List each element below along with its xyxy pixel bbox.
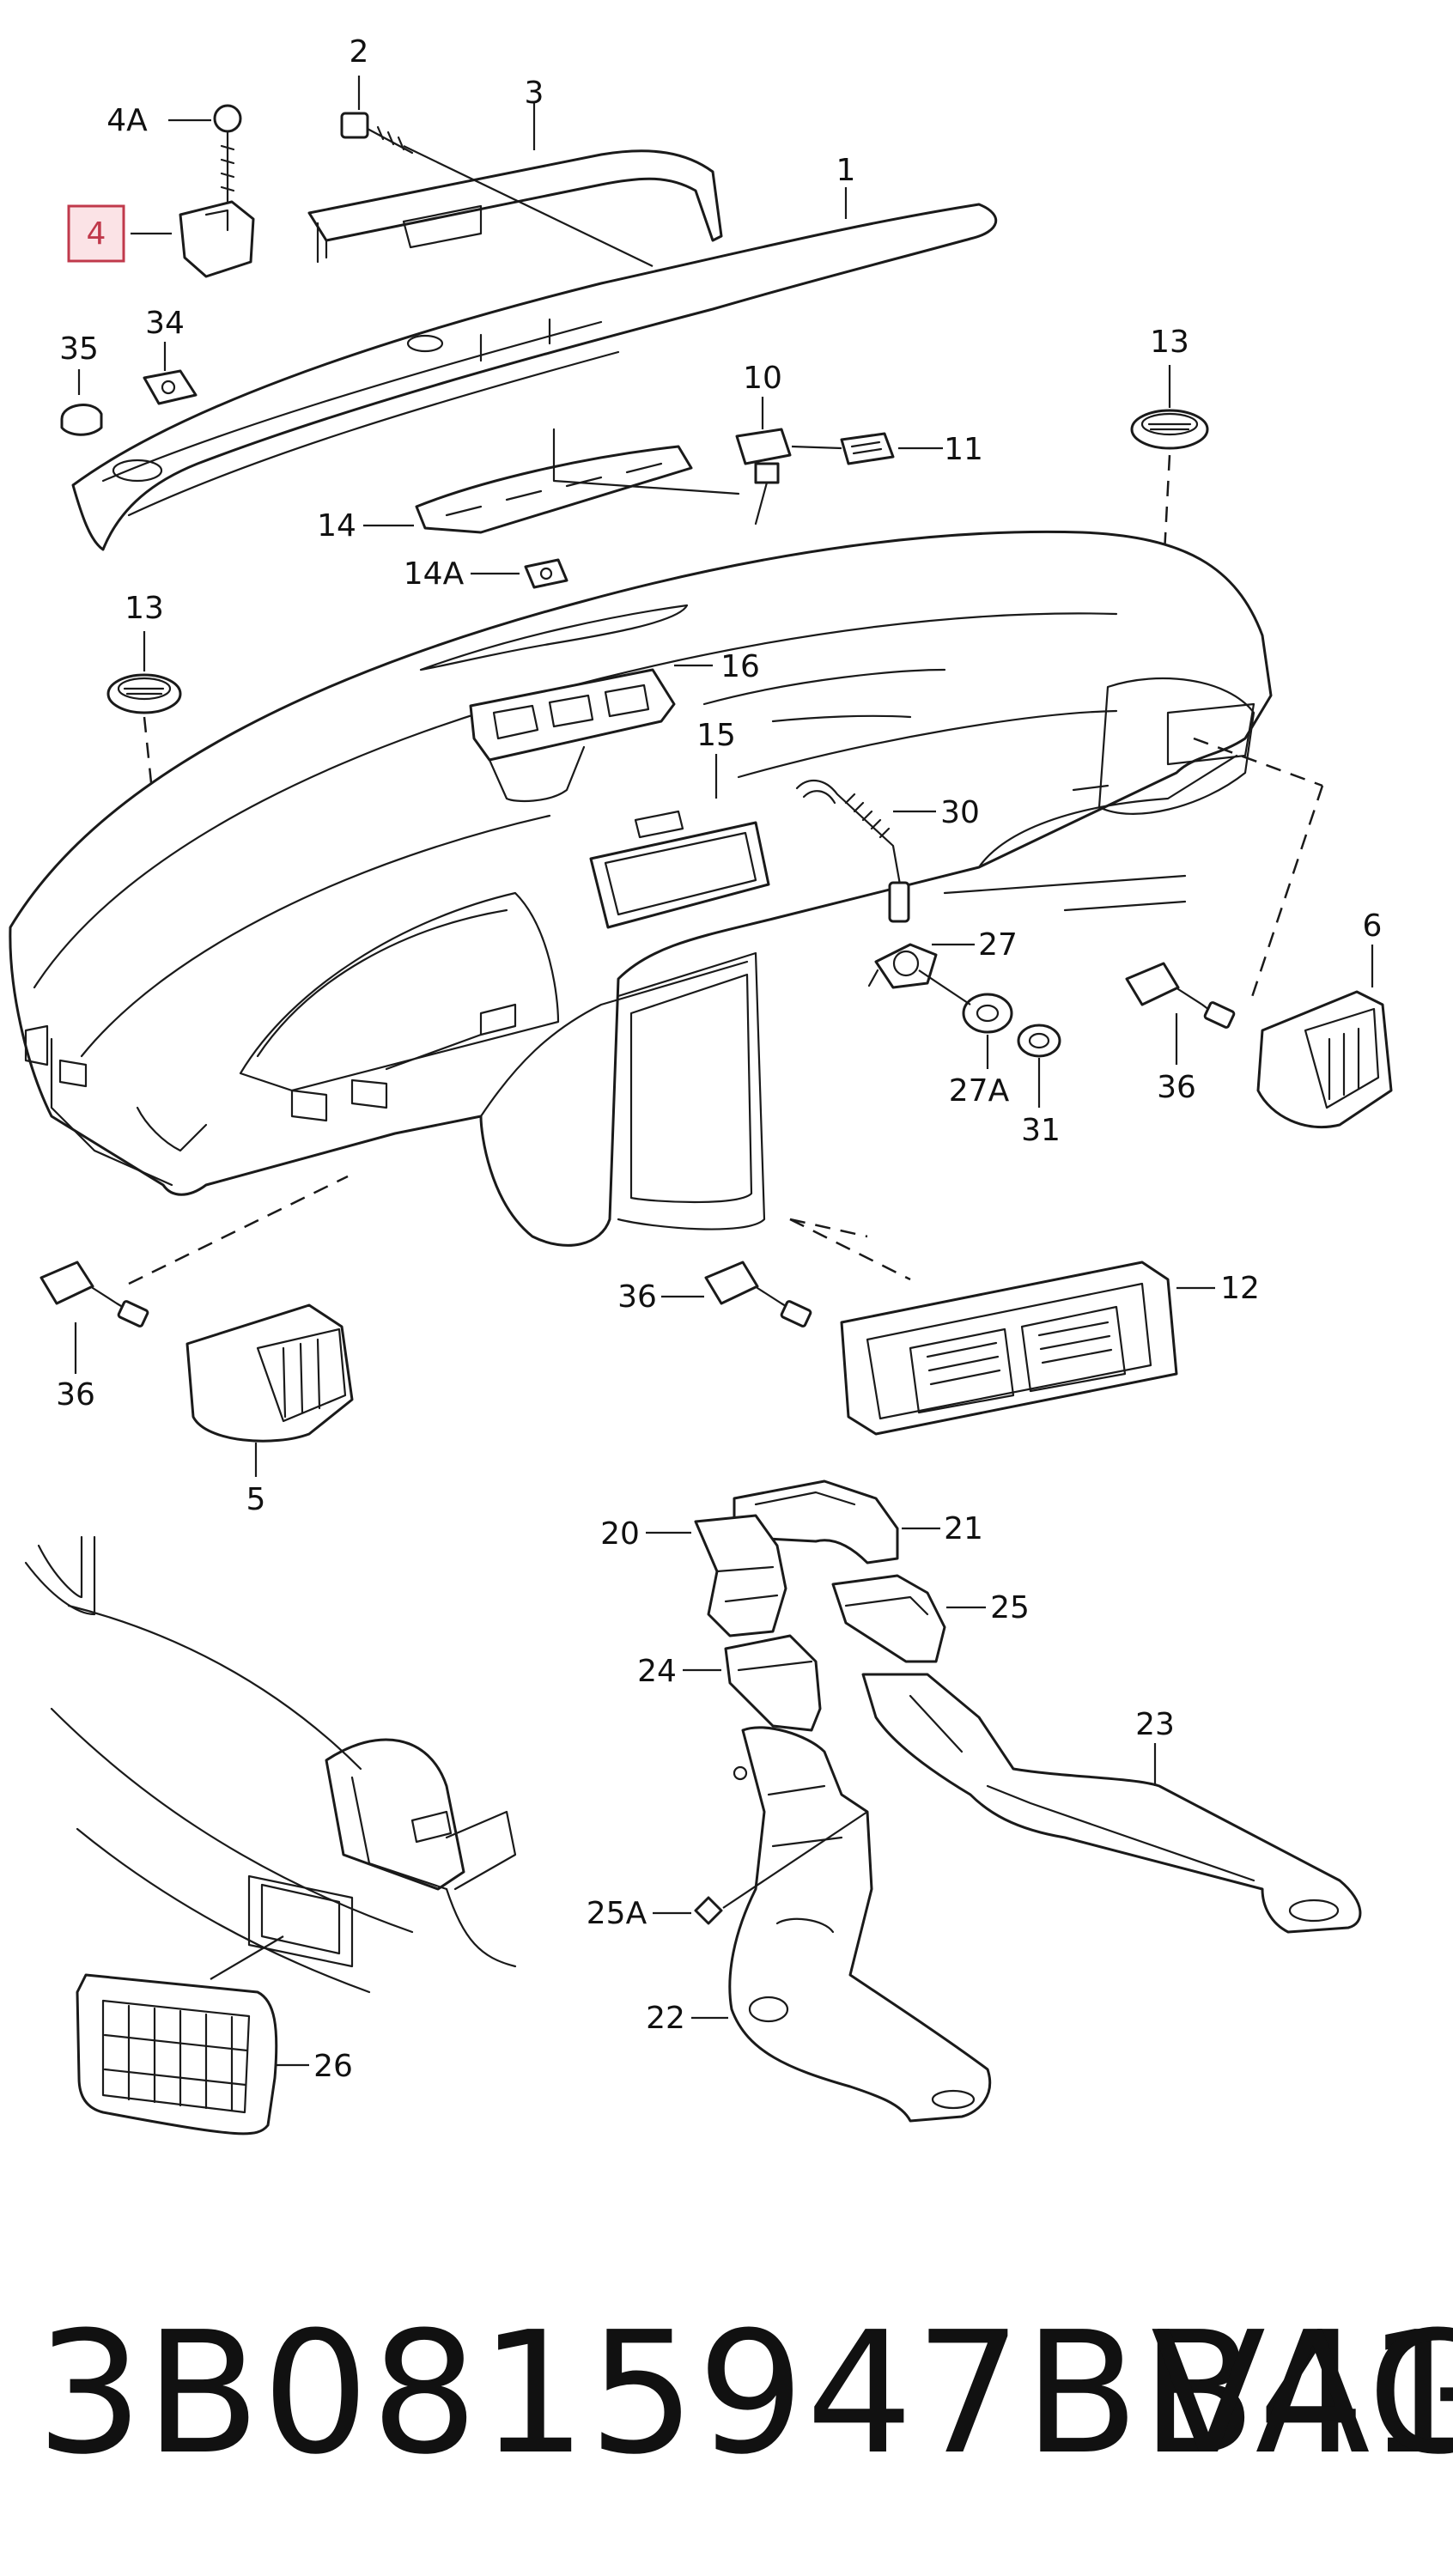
callout-36-right: 36 — [1157, 1070, 1196, 1105]
part-25a-clip — [653, 1811, 868, 1925]
callout-22: 22 — [646, 2001, 685, 2036]
part-2-screw — [340, 76, 414, 155]
part-21-duct — [733, 1479, 940, 1564]
part-1-defroster-panel — [71, 203, 998, 551]
part-22-lower-duct — [691, 1726, 992, 2123]
part-12-center-vent-assembly — [789, 1218, 1215, 1436]
part-27-bracket — [867, 943, 975, 989]
callout-36-left: 36 — [56, 1377, 95, 1413]
callout-labels: 1 2 3 4 4A 35 34 10 11 14 14A 13 13 16 1… — [56, 34, 1382, 2084]
part-3-air-duct — [307, 103, 723, 264]
callout-3: 3 — [525, 76, 544, 111]
part-11-connector — [791, 432, 943, 465]
part-15-air-outlet — [589, 754, 770, 929]
callout-13-right: 13 — [1150, 325, 1189, 360]
part-27a-washer — [962, 993, 1013, 1069]
callout-27a: 27A — [949, 1073, 1010, 1109]
part-25-duct-piece — [831, 1574, 986, 1663]
callout-24: 24 — [637, 1654, 677, 1689]
callout-34: 34 — [145, 306, 185, 341]
callout-10: 10 — [743, 361, 782, 396]
rear-console — [24, 1535, 517, 1994]
callout-16: 16 — [720, 649, 760, 684]
part-20-duct — [646, 1514, 787, 1637]
callout-6: 6 — [1363, 908, 1383, 944]
part-23-long-duct — [861, 1673, 1362, 1934]
part-36-sensor-left — [40, 1261, 149, 1374]
callout-26: 26 — [313, 2049, 353, 2084]
callout-2: 2 — [350, 34, 369, 70]
part-5-side-vent — [128, 1175, 354, 1477]
part-14-center-vent — [363, 428, 740, 534]
part-24-duct-piece — [683, 1634, 822, 1732]
part-31-nut — [1017, 1024, 1061, 1108]
part-34-clip-nut — [143, 342, 198, 405]
part-14a-clip — [471, 558, 568, 589]
part-16-center-vent — [469, 664, 713, 803]
callout-14a: 14A — [404, 556, 465, 592]
callout-14: 14 — [317, 508, 356, 544]
callout-23: 23 — [1135, 1707, 1175, 1742]
callout-5: 5 — [246, 1482, 266, 1517]
part-36-sensor-center — [661, 1261, 812, 1327]
callout-31: 31 — [1021, 1113, 1061, 1148]
callout-20: 20 — [600, 1516, 640, 1552]
part-35-plug — [60, 369, 103, 436]
callout-12: 12 — [1220, 1271, 1260, 1306]
callout-25: 25 — [990, 1590, 1030, 1625]
part-4-clip — [131, 200, 255, 278]
callout-13-left: 13 — [125, 591, 164, 626]
callout-30: 30 — [940, 795, 980, 830]
callout-4: 4 — [87, 216, 106, 252]
callout-21: 21 — [944, 1511, 983, 1546]
part-36-sensor-right — [1125, 962, 1236, 1065]
brand-name: VAG — [1151, 2296, 1453, 2492]
callout-25a: 25A — [587, 1896, 647, 1931]
part-30-hose — [795, 780, 936, 923]
part-4a-screw — [168, 104, 242, 208]
callout-15: 15 — [696, 718, 736, 753]
part-6-side-vent — [1193, 737, 1393, 1129]
part-10-sensor — [735, 397, 792, 526]
callout-35: 35 — [59, 331, 99, 367]
part-number: 3B0815947BB41 — [36, 2296, 1453, 2492]
callout-27: 27 — [978, 927, 1018, 963]
part-26-rear-vent — [76, 1935, 309, 2136]
callout-11: 11 — [944, 432, 983, 467]
callout-36-center: 36 — [617, 1279, 657, 1315]
callout-4a: 4A — [106, 103, 148, 138]
highlighted-callout-4: 4 — [67, 204, 125, 263]
callout-1: 1 — [836, 153, 856, 188]
